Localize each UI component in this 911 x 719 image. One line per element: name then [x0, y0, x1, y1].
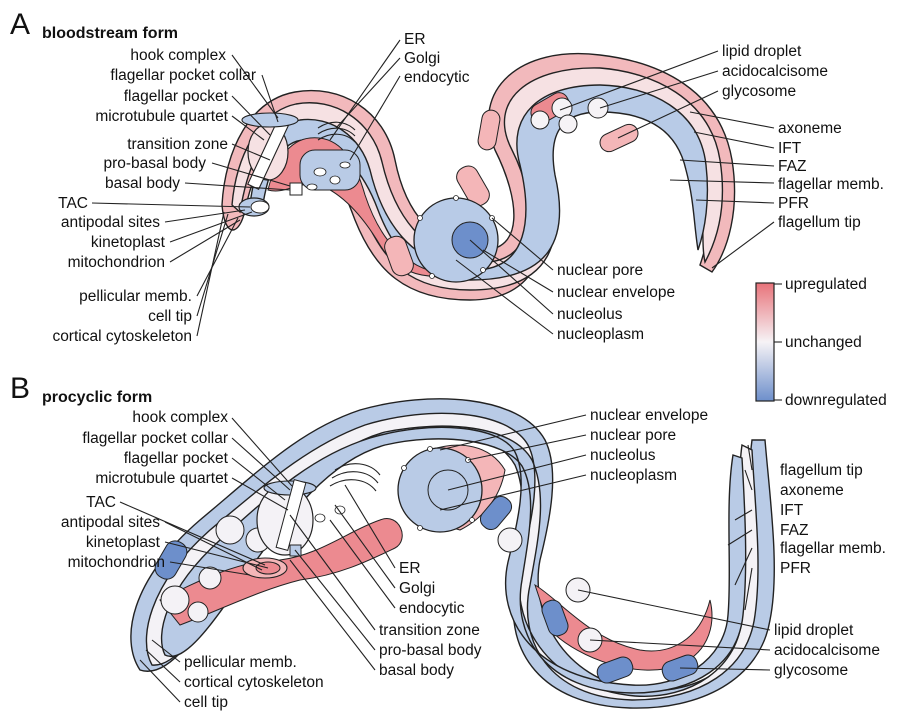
label-b-transition-zone: transition zone: [379, 622, 480, 639]
label-ift: IFT: [778, 140, 802, 157]
label-b-er: ER: [399, 560, 421, 577]
label-b-cortical-cytoskeleton: cortical cytoskeleton: [184, 674, 324, 691]
label-b-tac: TAC: [86, 494, 116, 511]
label-b-axoneme: axoneme: [780, 482, 844, 499]
label-b-nuclear-pore: nuclear pore: [590, 427, 676, 444]
label-b-flagellar-pocket-collar: flagellar pocket collar: [82, 430, 228, 447]
label-flagellar-memb: flagellar memb.: [778, 176, 884, 193]
label-b-acidocalcisome: acidocalcisome: [774, 642, 880, 659]
label-antipodal-sites: antipodal sites: [61, 214, 160, 231]
panel-b-title: procyclic form: [42, 389, 152, 406]
label-flagellum-tip: flagellum tip: [778, 214, 861, 231]
label-er: ER: [404, 31, 426, 48]
legend-unchanged: unchanged: [785, 334, 862, 351]
label-b-glycosome: glycosome: [774, 662, 848, 679]
label-b-flagellar-memb: flagellar memb.: [780, 540, 886, 557]
label-b-hook-complex: hook complex: [132, 409, 228, 426]
label-b-antipodal-sites: antipodal sites: [61, 514, 160, 531]
label-hook-complex: hook complex: [130, 47, 226, 64]
panel-a-title: bloodstream form: [42, 25, 178, 42]
label-acidocalcisome: acidocalcisome: [722, 63, 828, 80]
label-b-endocytic: endocytic: [399, 600, 465, 617]
label-b-nucleoplasm: nucleoplasm: [590, 467, 677, 484]
label-transition-zone: transition zone: [127, 136, 228, 153]
label-cell-tip: cell tip: [148, 308, 192, 325]
label-b-flagellum-tip: flagellum tip: [780, 462, 863, 479]
label-faz: FAZ: [778, 158, 806, 175]
label-b-kinetoplast: kinetoplast: [86, 534, 161, 551]
label-golgi: Golgi: [404, 50, 440, 67]
label-mitochondrion: mitochondrion: [68, 254, 165, 271]
legend-upregulated: upregulated: [785, 276, 867, 293]
label-nucleolus: nucleolus: [557, 306, 623, 323]
label-nuclear-pore: nuclear pore: [557, 262, 643, 279]
label-b-golgi: Golgi: [399, 580, 435, 597]
label-b-ift: IFT: [780, 502, 804, 519]
label-flagellar-pocket: flagellar pocket: [124, 88, 229, 105]
label-glycosome: glycosome: [722, 83, 796, 100]
label-endocytic: endocytic: [404, 69, 470, 86]
label-kinetoplast: kinetoplast: [91, 234, 166, 251]
label-pellicular-memb: pellicular memb.: [79, 288, 192, 305]
label-microtubule-quartet: microtubule quartet: [95, 108, 228, 125]
label-b-basal-body: basal body: [379, 662, 454, 679]
label-b-pro-basal-body: pro-basal body: [379, 642, 482, 659]
label-b-faz: FAZ: [780, 522, 808, 539]
label-pfr: PFR: [778, 195, 809, 212]
legend-downregulated: downregulated: [785, 392, 887, 409]
label-nucleoplasm: nucleoplasm: [557, 326, 644, 343]
panel-b-letter: B: [10, 372, 30, 405]
label-basal-body: basal body: [105, 175, 180, 192]
label-b-pfr: PFR: [780, 560, 811, 577]
label-nuclear-envelope: nuclear envelope: [557, 284, 675, 301]
panel-a: A bloodstream form: [10, 8, 884, 345]
label-tac: TAC: [58, 195, 88, 212]
label-b-pellicular-memb: pellicular memb.: [184, 654, 297, 671]
color-legend: upregulated unchanged downregulated: [756, 276, 887, 409]
label-axoneme: axoneme: [778, 120, 842, 137]
label-b-nuclear-envelope: nuclear envelope: [590, 407, 708, 424]
panel-a-nucleus: [414, 196, 498, 283]
label-lipid-droplet: lipid droplet: [722, 43, 802, 60]
panel-a-letter: A: [10, 8, 30, 41]
label-b-cell-tip: cell tip: [184, 694, 228, 711]
label-cortical-cytoskeleton: cortical cytoskeleton: [52, 328, 192, 345]
label-b-mitochondrion: mitochondrion: [68, 554, 165, 571]
legend-gradient-bar: [756, 283, 774, 401]
label-pro-basal-body: pro-basal body: [103, 155, 206, 172]
panel-b: B procyclic form: [10, 372, 886, 711]
label-flagellar-pocket-collar: flagellar pocket collar: [110, 67, 256, 84]
label-b-nucleolus: nucleolus: [590, 447, 656, 464]
label-b-microtubule-quartet: microtubule quartet: [95, 470, 228, 487]
label-b-flagellar-pocket: flagellar pocket: [124, 450, 229, 467]
label-b-lipid-droplet: lipid droplet: [774, 622, 854, 639]
